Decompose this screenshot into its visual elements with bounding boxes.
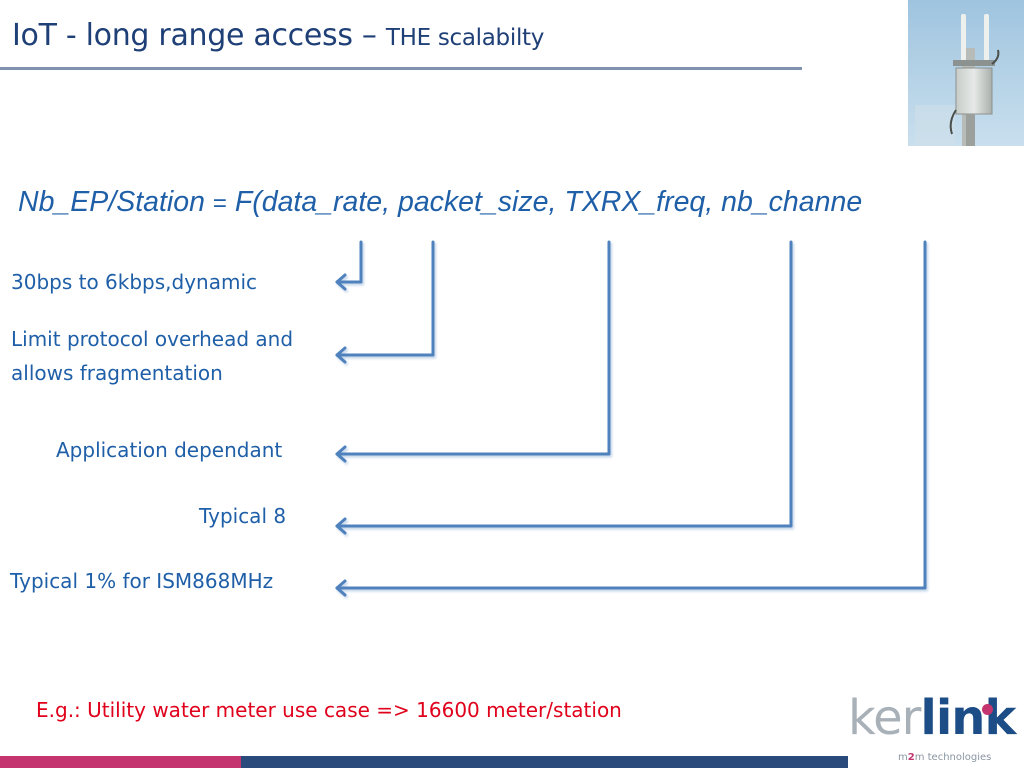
title-subtitle: THE scalabilty <box>385 25 545 51</box>
antenna-station-illustration <box>908 0 1024 146</box>
logo-tag-prefix: m <box>898 752 908 763</box>
title-underline <box>0 67 802 70</box>
arrow-nb-channels <box>335 240 793 535</box>
label-nb-channels: Typical 8 <box>199 504 287 528</box>
title-main: IoT - long range access – <box>12 18 377 53</box>
footer-bar-accent <box>0 756 241 768</box>
label-packet-size: Limit protocol overhead and allows fragm… <box>11 322 293 390</box>
slide-title: IoT - long range access – THE scalabilty <box>12 18 544 53</box>
formula-equals: = <box>212 190 227 217</box>
example-use-case: E.g.: Utility water meter use case => 16… <box>36 698 622 722</box>
label-packet-size-line2: allows fragmentation <box>11 361 223 385</box>
kerlink-logo: kerlink m2m technologies <box>848 690 1024 768</box>
formula-rhs: F(data_rate, packet_size, TXRX_freq, nb_… <box>234 186 863 218</box>
logo-ker: ker <box>848 690 921 746</box>
logo-tagline: m2m technologies <box>898 752 991 763</box>
arrow-packet-size <box>335 240 435 364</box>
label-packet-size-line1: Limit protocol overhead and <box>11 327 294 351</box>
logo-tag-suffix: m technologies <box>914 752 992 763</box>
formula-lhs: Nb_EP/Station <box>18 186 205 218</box>
logo-tag-two: 2 <box>907 752 915 763</box>
antenna-station-photo <box>908 0 1024 146</box>
footer-bar-main <box>241 756 848 768</box>
arrow-data-rate <box>335 240 363 291</box>
logo-link: link <box>920 690 1016 746</box>
label-txrx-freq: Application dependant <box>56 438 283 462</box>
label-duty-cycle: Typical 1% for ISM868MHz <box>10 569 274 593</box>
logo-wordmark: kerlink <box>848 690 1016 746</box>
logo-dot-icon <box>982 704 993 715</box>
arrow-duty-cycle <box>335 240 927 597</box>
arrow-txrx-freq <box>335 240 611 463</box>
label-data-rate: 30bps to 6kbps,dynamic <box>11 270 258 294</box>
scalability-formula: Nb_EP/Station = F(data_rate, packet_size… <box>18 186 862 219</box>
